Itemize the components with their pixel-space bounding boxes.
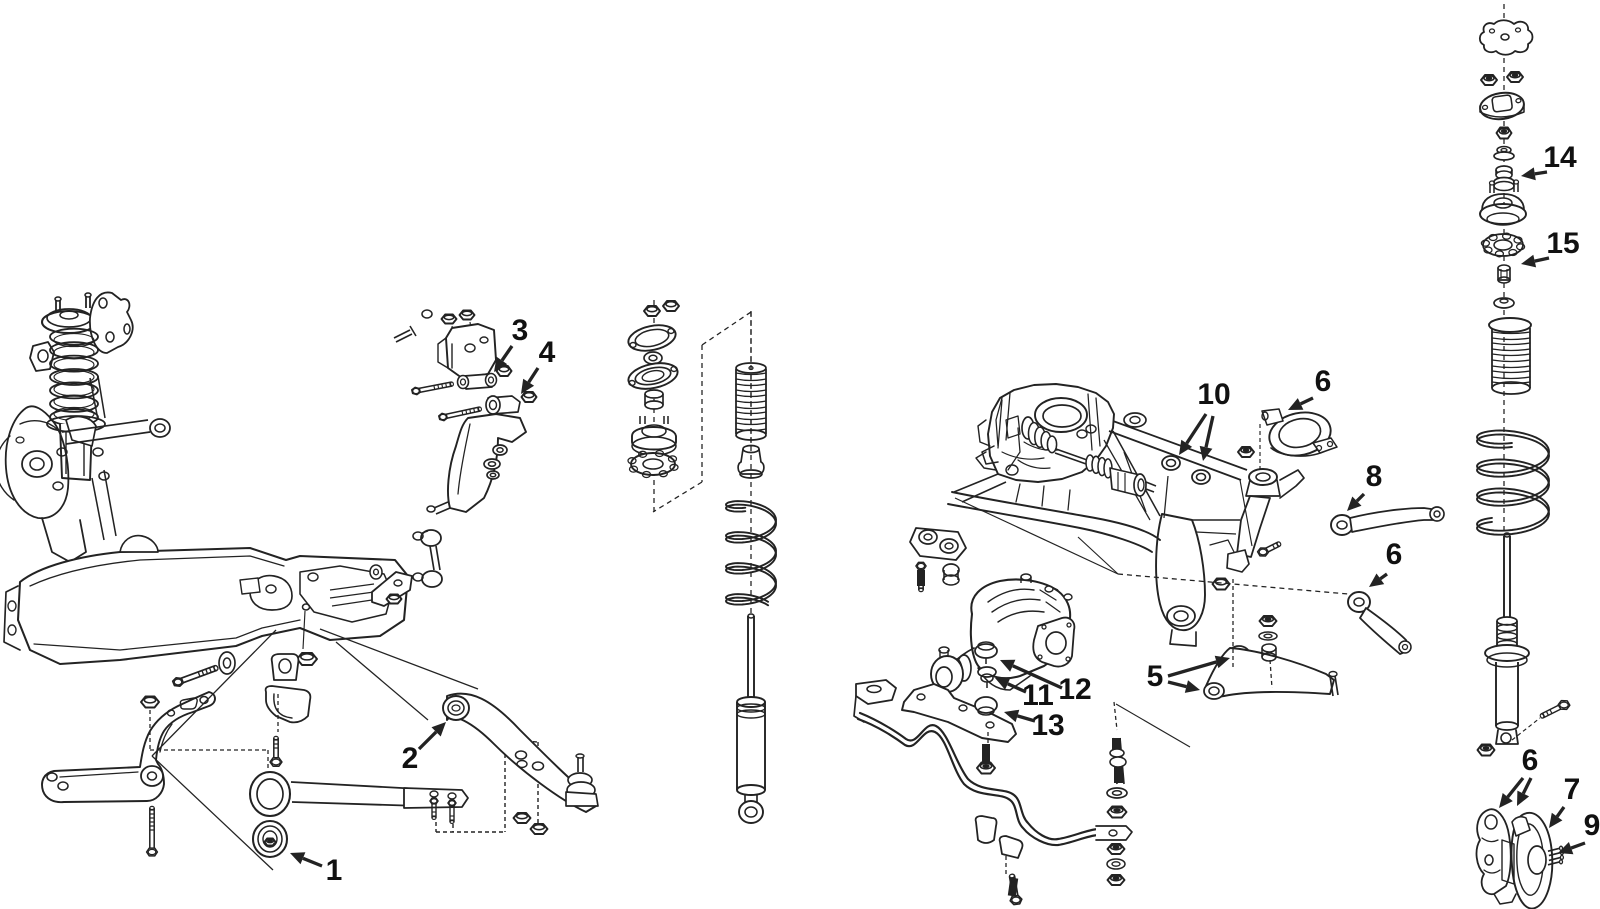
svg-text:5: 5 bbox=[1147, 660, 1164, 693]
svg-text:4: 4 bbox=[539, 336, 556, 369]
svg-text:3: 3 bbox=[512, 314, 529, 347]
svg-text:6: 6 bbox=[1315, 365, 1332, 398]
svg-text:14: 14 bbox=[1543, 141, 1577, 174]
svg-text:9: 9 bbox=[1584, 809, 1600, 842]
svg-text:6: 6 bbox=[1522, 744, 1539, 777]
svg-text:10: 10 bbox=[1197, 378, 1230, 411]
svg-text:1: 1 bbox=[326, 854, 343, 887]
svg-text:11: 11 bbox=[1022, 679, 1054, 712]
svg-text:15: 15 bbox=[1546, 227, 1579, 260]
svg-text:6: 6 bbox=[1386, 538, 1403, 571]
svg-text:7: 7 bbox=[1564, 773, 1581, 806]
svg-text:2: 2 bbox=[402, 742, 419, 775]
svg-text:12: 12 bbox=[1058, 673, 1091, 706]
svg-text:13: 13 bbox=[1031, 709, 1064, 742]
svg-text:8: 8 bbox=[1366, 460, 1383, 493]
